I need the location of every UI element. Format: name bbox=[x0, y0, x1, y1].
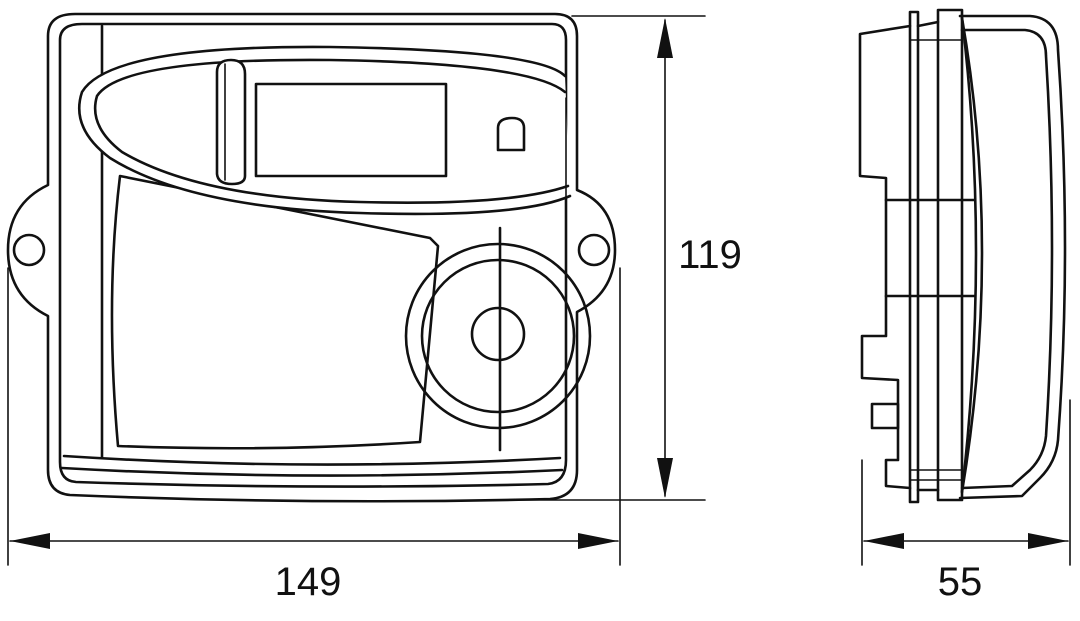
bottom-rim-2 bbox=[60, 466, 564, 477]
display-window bbox=[77, 45, 572, 216]
dial-outer-ring bbox=[404, 242, 592, 430]
side-knob bbox=[870, 402, 900, 430]
side-curve-1 bbox=[960, 16, 978, 494]
depth-label: 55 bbox=[938, 560, 983, 604]
mount-hole-left bbox=[12, 233, 46, 267]
side-view bbox=[858, 8, 1067, 504]
depth-arrow-left bbox=[864, 533, 904, 549]
side-cover-outer bbox=[958, 14, 1067, 500]
width-label: 149 bbox=[275, 560, 342, 604]
dial-inner-ring bbox=[420, 258, 576, 414]
height-arrow-bottom bbox=[657, 458, 673, 498]
dimension-depth: 55 bbox=[861, 399, 1071, 604]
mount-hole-right bbox=[577, 233, 611, 267]
display-slider bbox=[215, 58, 247, 186]
display-oval-inner bbox=[93, 58, 570, 204]
dimension-width: 149 bbox=[7, 267, 621, 604]
dimension-height: 119 bbox=[489, 15, 742, 501]
side-cover-inner bbox=[960, 28, 1054, 490]
lower-panel bbox=[110, 174, 440, 450]
display-oval-outer bbox=[77, 45, 572, 216]
width-arrow-right bbox=[578, 533, 618, 549]
side-curve-2 bbox=[960, 16, 984, 494]
height-label: 119 bbox=[678, 233, 742, 277]
display-button bbox=[496, 116, 526, 152]
height-arrow-top bbox=[657, 18, 673, 58]
bottom-rim-1 bbox=[62, 454, 562, 466]
width-arrow-left bbox=[10, 533, 50, 549]
front-view bbox=[6, 12, 617, 503]
housing-outline bbox=[6, 12, 617, 503]
depth-arrow-right bbox=[1028, 533, 1068, 549]
dial-center-knob bbox=[470, 306, 526, 362]
dial-assembly bbox=[404, 226, 592, 452]
